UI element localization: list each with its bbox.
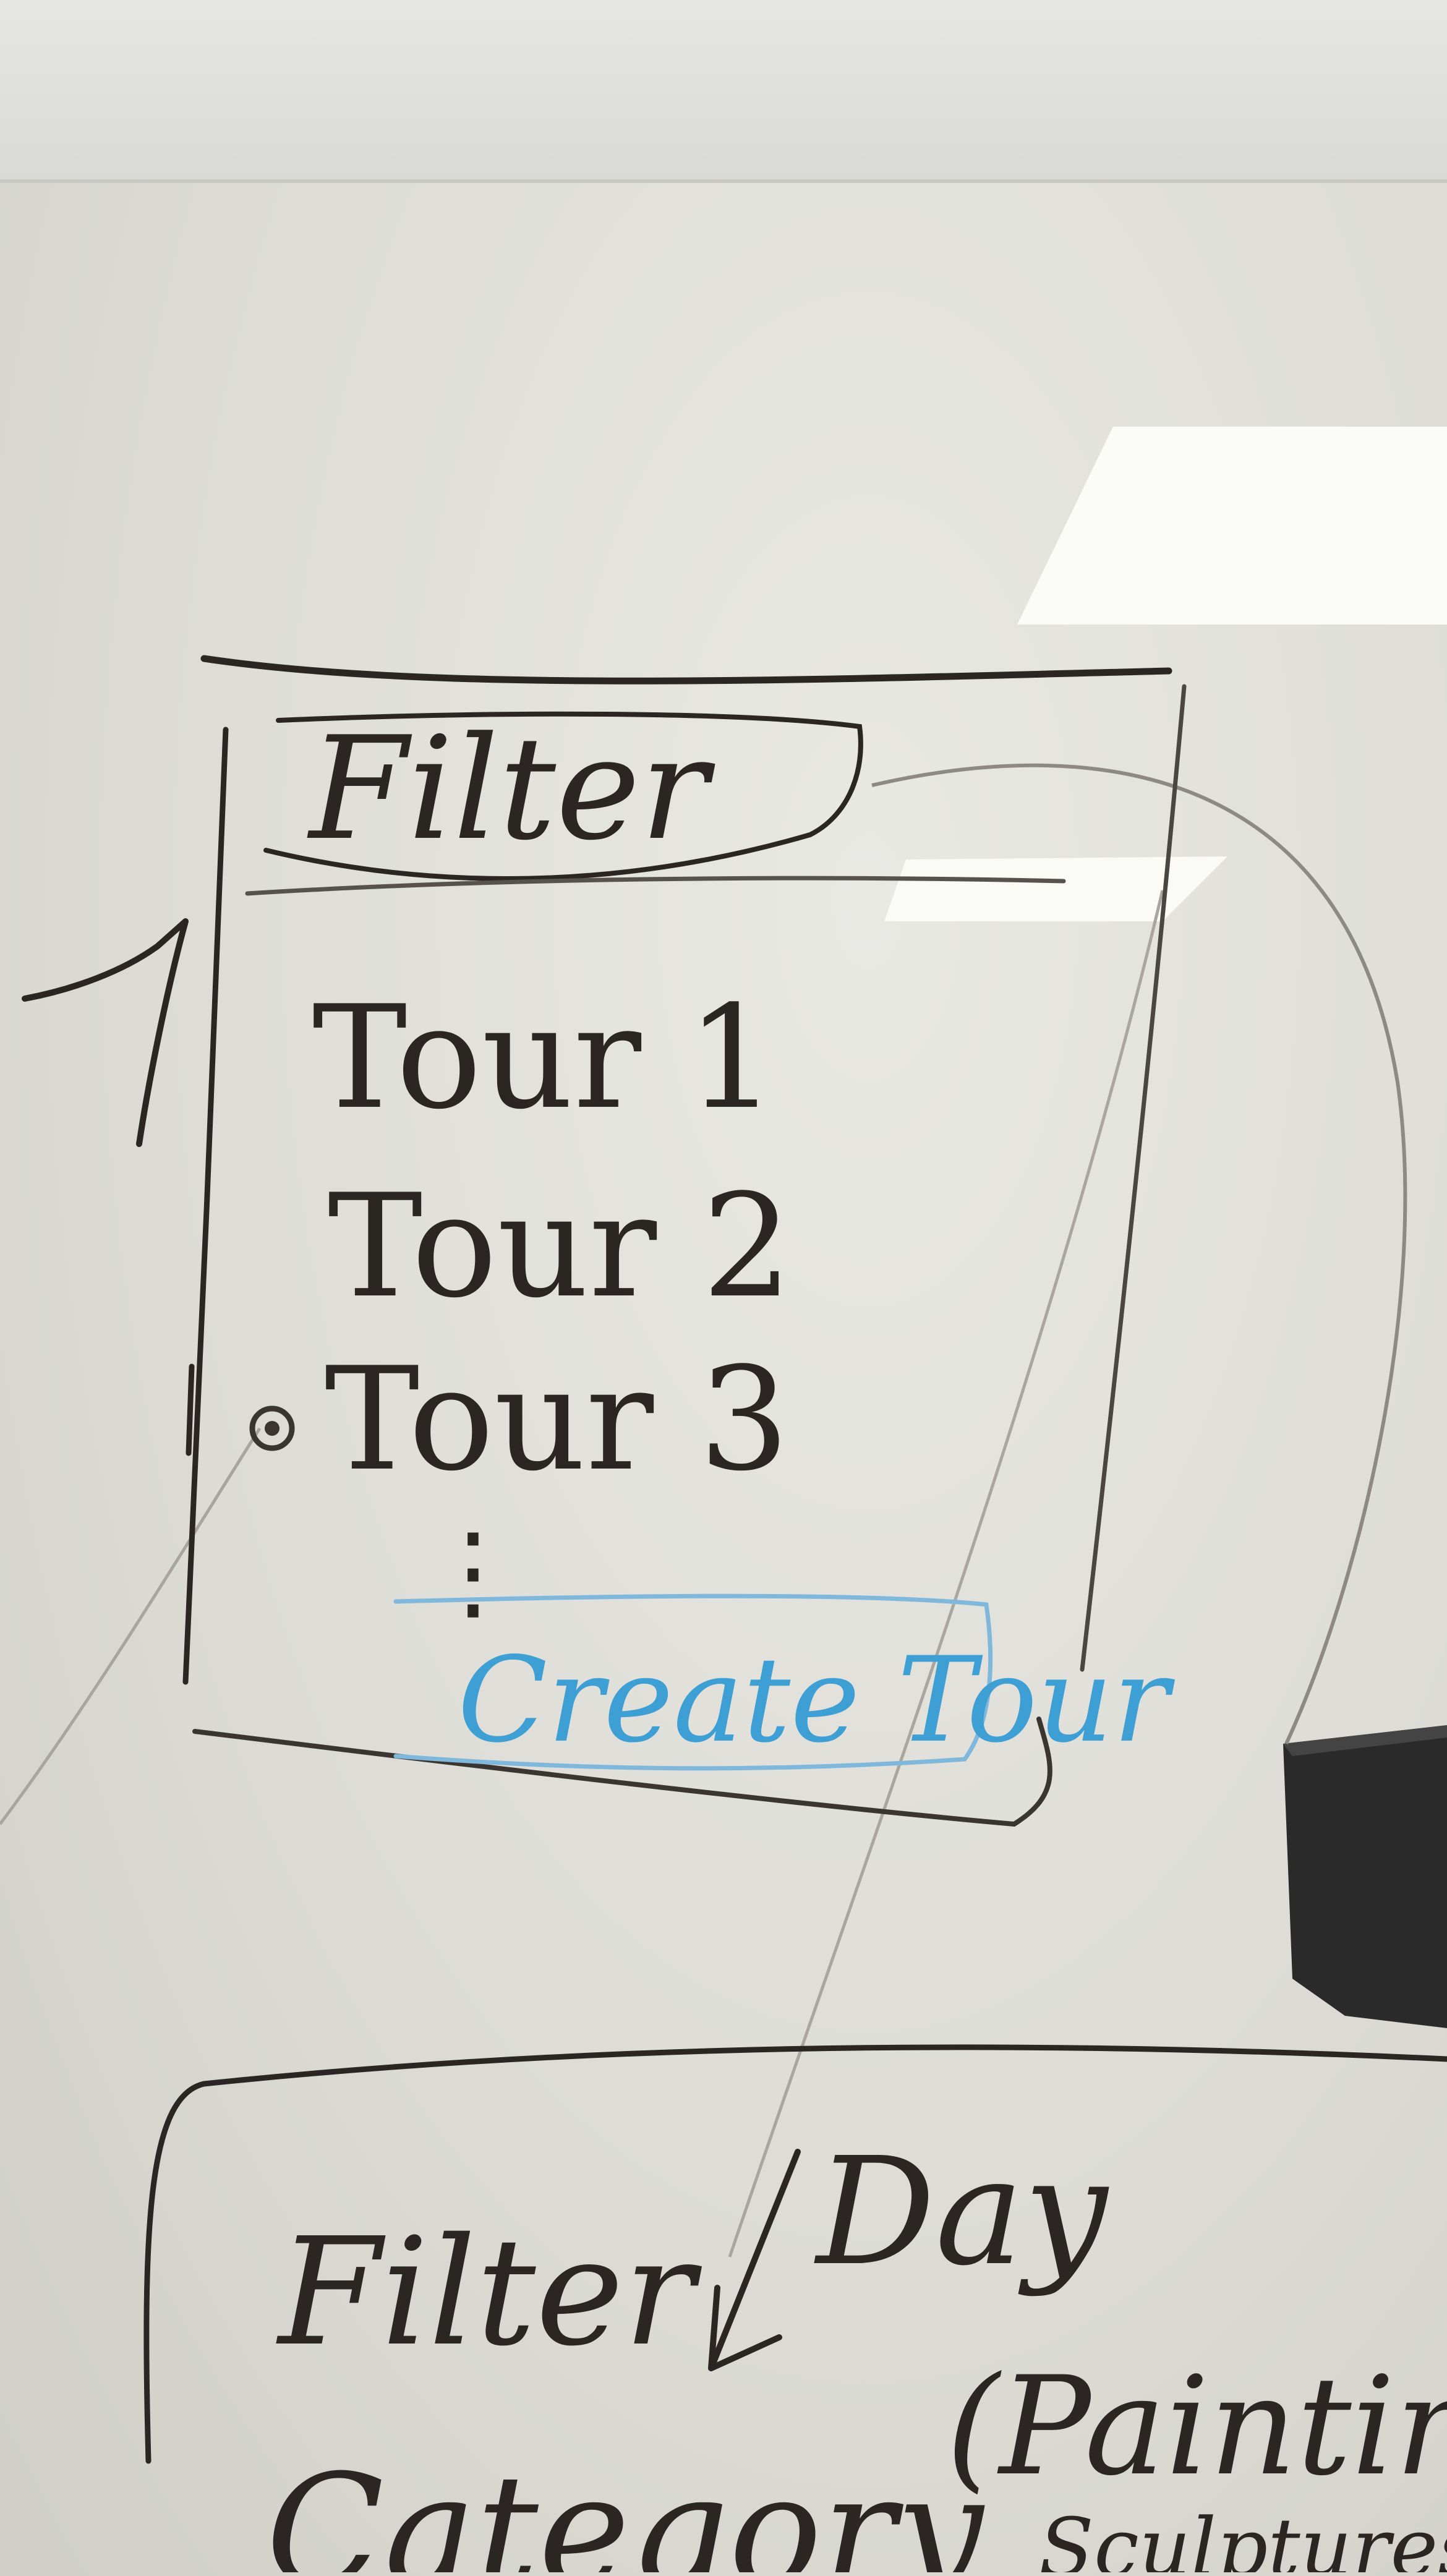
selection-bullet-icon	[249, 1405, 295, 1451]
filter-title: Filter	[307, 707, 715, 872]
eraser	[1283, 1725, 1447, 2028]
faint-diagonal-line	[0, 1427, 262, 1825]
arrow-up-icon	[22, 918, 189, 1147]
create-tour-outline	[393, 1593, 993, 1771]
bottom-paren-label: (Paintings,	[946, 2347, 1447, 2506]
eraser-shade	[1283, 1725, 1447, 1756]
tour-item-1: Tour 1	[312, 976, 777, 1141]
connector-loop-line	[871, 763, 1407, 1745]
sketch-frame-right	[1080, 684, 1187, 1672]
light-reflection-large	[1017, 427, 1447, 625]
light-reflection-small	[884, 856, 1227, 921]
filter-underline	[245, 876, 1066, 896]
list-ellipsis: ⋮	[420, 1511, 526, 1633]
bottom-day-label: Day	[814, 2125, 1110, 2298]
bottom-note-outline	[143, 2044, 1447, 2464]
selection-bullet-dot	[265, 1421, 280, 1436]
ceiling	[0, 0, 1447, 179]
tour-item-2: Tour 2	[328, 1164, 793, 1329]
bottom-filter-label: Filter	[276, 2206, 702, 2379]
create-tour-button: Create Tour	[458, 1632, 1176, 1768]
sketch-frame-top	[200, 655, 1172, 685]
filter-field-outline	[263, 711, 863, 881]
bottom-second-line: Sculptures...	[1039, 2501, 1447, 2572]
side-tick	[186, 1363, 195, 1456]
tour-item-3: Tour 3	[325, 1337, 790, 1503]
bottom-arrow-icon	[708, 2149, 801, 2371]
sketch-frame-left	[182, 727, 229, 1685]
faint-diagonal-line-2	[728, 890, 1164, 2258]
bottom-category-label: Category	[266, 2441, 985, 2572]
